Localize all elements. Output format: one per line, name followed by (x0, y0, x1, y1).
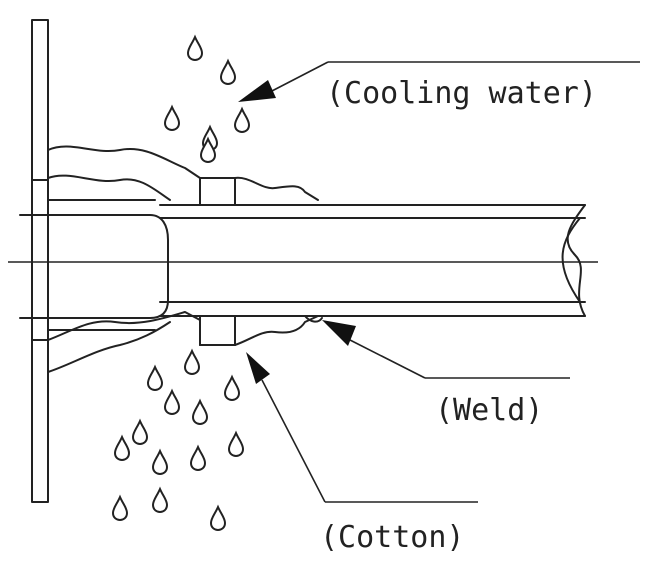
water-droplet (163, 388, 181, 416)
cooling-water-label: (Cooling water) (326, 76, 597, 111)
cooling-water-leader (238, 61, 640, 102)
water-droplet (111, 494, 129, 522)
water-droplet (189, 444, 207, 472)
cooling-water-arrow (238, 80, 276, 102)
fitting-lower-contour (47, 311, 319, 373)
water-droplet (209, 504, 227, 532)
water-droplet (233, 106, 251, 134)
socket-bore (19, 199, 169, 331)
water-droplets (111, 34, 251, 532)
pipe (159, 204, 586, 317)
water-droplet (219, 58, 237, 86)
water-droplet (113, 434, 131, 462)
weld-bead (304, 315, 323, 323)
wall-plate (31, 19, 49, 503)
water-droplet (223, 374, 241, 402)
water-droplet (191, 398, 209, 426)
cotton-label: (Cotton) (320, 520, 465, 555)
fitting-upper-contour (47, 145, 319, 201)
water-droplet (151, 448, 169, 476)
water-droplet (186, 34, 204, 62)
cotton-leader (246, 352, 478, 503)
water-droplet (163, 104, 181, 132)
weld-label: (Weld) (435, 393, 543, 428)
water-droplet (183, 348, 201, 376)
weld-arrow (322, 320, 356, 346)
weld-leader (322, 320, 570, 379)
water-droplet (131, 418, 149, 446)
cotton-wrap (199, 177, 236, 346)
water-droplet (199, 136, 217, 164)
cotton-arrow (246, 352, 270, 384)
water-droplet (146, 364, 164, 392)
water-droplet (227, 430, 245, 458)
water-droplet (151, 486, 169, 514)
